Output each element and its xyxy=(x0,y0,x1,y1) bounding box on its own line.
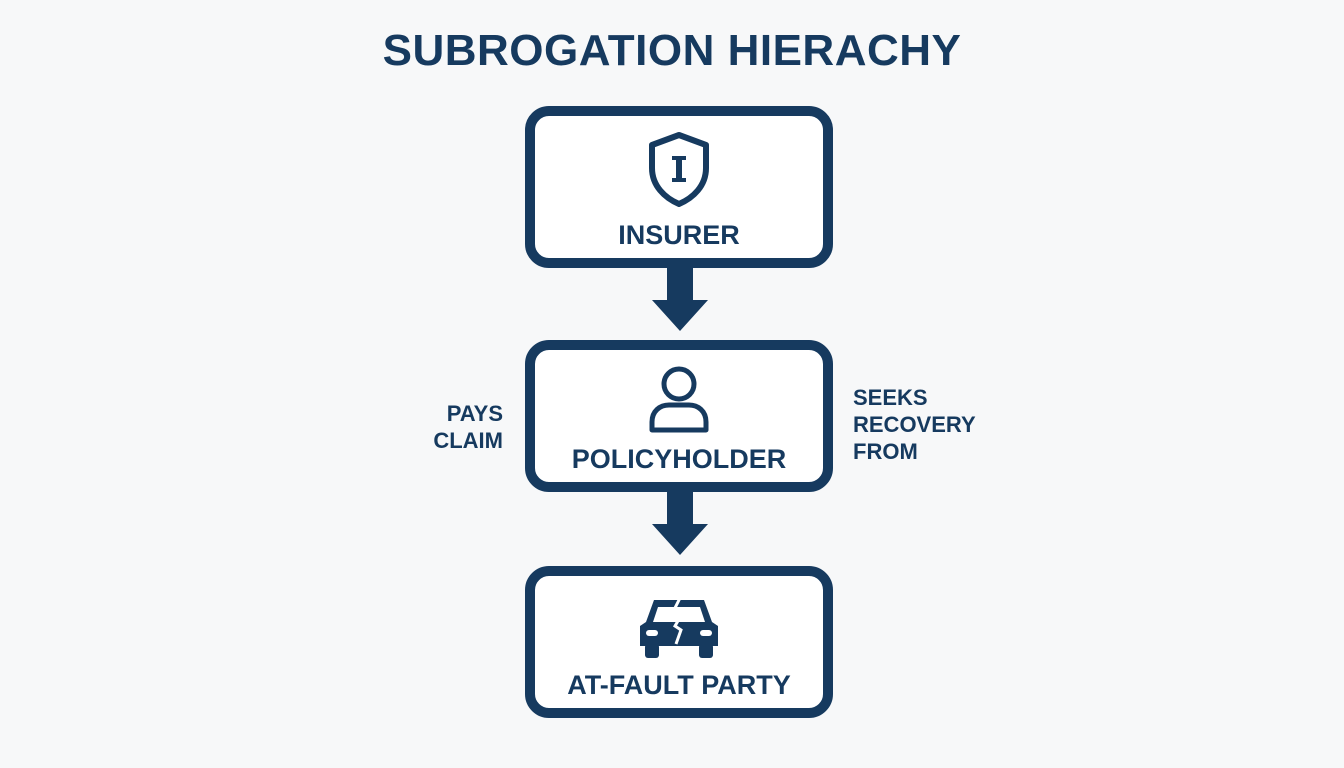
arrow-down-icon xyxy=(652,482,708,555)
node-label: AT-FAULT PARTY xyxy=(567,670,791,700)
node-at-fault-party: AT-FAULT PARTY xyxy=(525,566,833,718)
arrow-down-icon xyxy=(652,258,708,331)
shield-icon xyxy=(649,132,709,207)
side-label-line: RECOVERY xyxy=(853,412,976,437)
node-insurer: INSURER xyxy=(525,106,833,268)
crashed-car-icon xyxy=(640,597,718,658)
side-label-line: SEEKS xyxy=(853,385,928,410)
person-icon xyxy=(649,366,709,433)
node-label: INSURER xyxy=(618,220,740,250)
node-label: POLICYHOLDER xyxy=(571,444,787,474)
seeks-recovery-label: SEEKS RECOVERY FROM xyxy=(853,384,976,465)
pays-claim-label: PAYS CLAIM xyxy=(433,400,503,454)
node-policyholder: POLICYHOLDER xyxy=(525,340,833,492)
side-label-line: CLAIM xyxy=(433,428,503,453)
diagram-title: SUBROGATION HIERACHY xyxy=(382,26,962,75)
side-label-line: PAYS xyxy=(446,401,503,426)
side-label-line: FROM xyxy=(853,439,918,464)
